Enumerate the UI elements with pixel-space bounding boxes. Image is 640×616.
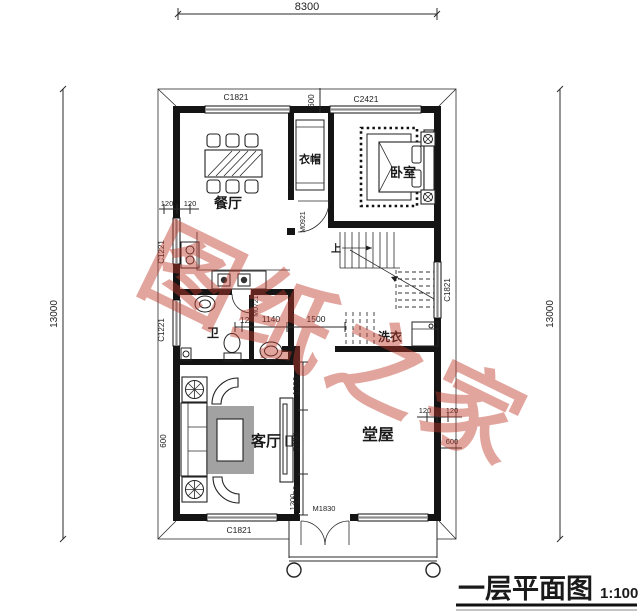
window-label-c1221-upper: C1221 [157, 240, 166, 264]
door-label-m1830: M1830 [313, 504, 336, 513]
toilet-tank [223, 352, 242, 362]
window-label-c2421: C2421 [353, 94, 378, 104]
label-bath: 卫 [207, 326, 219, 340]
door-label-m0721: M0721 [253, 295, 260, 317]
dim-120-right-a: 120 [419, 406, 432, 415]
corner-basin [180, 347, 192, 361]
window-right-stair: C1821 [433, 261, 452, 319]
door-m0721: M0721 [231, 293, 260, 317]
label-living: 客厅 [250, 432, 281, 450]
window-label-c1821-right: C1821 [443, 278, 452, 302]
bathroom-fixtures: 卫 [180, 295, 283, 362]
kitchen-appliance [180, 241, 200, 269]
dining-chair [206, 179, 221, 194]
window-bottom-left: C1821 [206, 513, 278, 535]
dim-120-mid: 120 [240, 315, 254, 325]
washing-machine [411, 321, 439, 347]
dining-chair [244, 133, 259, 148]
tv-panel [282, 403, 288, 475]
dim-1140: 1140 [262, 314, 281, 324]
dim-left-13000: 13000 [49, 300, 60, 328]
label-bedroom: 卧室 [390, 165, 416, 180]
dining-chair [244, 179, 259, 194]
misc-dims: 120 120 600 600 120 120 600 1200 [159, 88, 462, 510]
dim-120-right-b: 120 [446, 406, 459, 415]
kitchen-sink-counter [211, 270, 267, 290]
hall-dim-chain: 1200 2690 1200 [291, 361, 308, 516]
dining-chair [225, 179, 240, 194]
dim-1200-lower: 1200 [291, 485, 301, 504]
coffee-table [216, 418, 244, 462]
dim-120-left-a: 120 [161, 199, 174, 208]
dining-chair [225, 133, 240, 148]
bathroom-basin [194, 295, 216, 313]
kitchen-area [180, 232, 290, 290]
dim-1500: 1500 [307, 314, 326, 324]
living-furniture: 客厅 [180, 376, 294, 504]
dimension-top: 8300 [174, 1, 441, 20]
cloak-room: 衣帽 [295, 119, 325, 191]
window-left-lower: C1221 [157, 299, 181, 347]
window-left-upper: C1221 [157, 217, 181, 265]
dim-right-13000: 13000 [545, 300, 556, 328]
dimension-right: 13000 [545, 85, 564, 543]
label-cloak: 衣帽 [299, 152, 321, 166]
sofa [180, 402, 208, 477]
window-label-c1221-lower: C1221 [157, 318, 166, 342]
bed [378, 141, 425, 193]
dimension-left: 13000 [49, 85, 67, 543]
porch-column-left [286, 562, 302, 578]
dim-120-left-b: 120 [184, 199, 197, 208]
dim-600-top: 600 [307, 94, 316, 108]
main-entrance-door: M1830 [296, 504, 354, 546]
dim-2690: 2690 [291, 432, 301, 451]
dining-chair [206, 133, 221, 148]
window-top-right: C2421 [329, 94, 422, 114]
bedroom-furniture: 卧室 [359, 126, 436, 208]
dim-1200-upper: 1200 [291, 376, 301, 395]
label-hall: 堂屋 [362, 425, 394, 444]
bedroom-mat [359, 126, 419, 208]
dim-600-right-eave: 600 [446, 437, 459, 446]
label-laundry: 洗衣 [378, 329, 402, 344]
window-label-c1821-bottom-left: C1821 [226, 525, 251, 535]
door-label-m0921: M0921 [300, 211, 307, 233]
lounge-chair [211, 377, 239, 405]
lounge-chair [212, 476, 240, 504]
label-dining: 餐厅 [213, 195, 242, 211]
porch [286, 521, 441, 578]
window-top-left: C1821 [204, 92, 291, 114]
title-block: 一层平面图 1:100 [456, 574, 638, 611]
washbasin [259, 341, 283, 361]
label-stairs-up: 上 [331, 242, 341, 255]
title-scale: 1:100 [600, 585, 638, 602]
dim-1200-porch: 1200 [288, 494, 297, 511]
dim-600-left-eave: 600 [159, 434, 168, 448]
wardrobe [295, 119, 325, 191]
mid-dim-chain: 120 1140 1500 [234, 314, 346, 332]
door-m0921: M0921 [297, 200, 330, 233]
dim-top-8300: 8300 [295, 1, 319, 13]
dining-furniture: 餐厅 [204, 133, 263, 211]
porch-column-right [425, 562, 441, 578]
stairs: 上 [331, 232, 435, 346]
page-title: 一层平面图 [458, 574, 593, 604]
stair-break-line [349, 249, 435, 300]
laundry-area: 洗衣 [378, 321, 439, 347]
pillow [411, 169, 422, 188]
window-label-c1821-top-left: C1821 [223, 92, 248, 102]
pillow [411, 145, 422, 164]
